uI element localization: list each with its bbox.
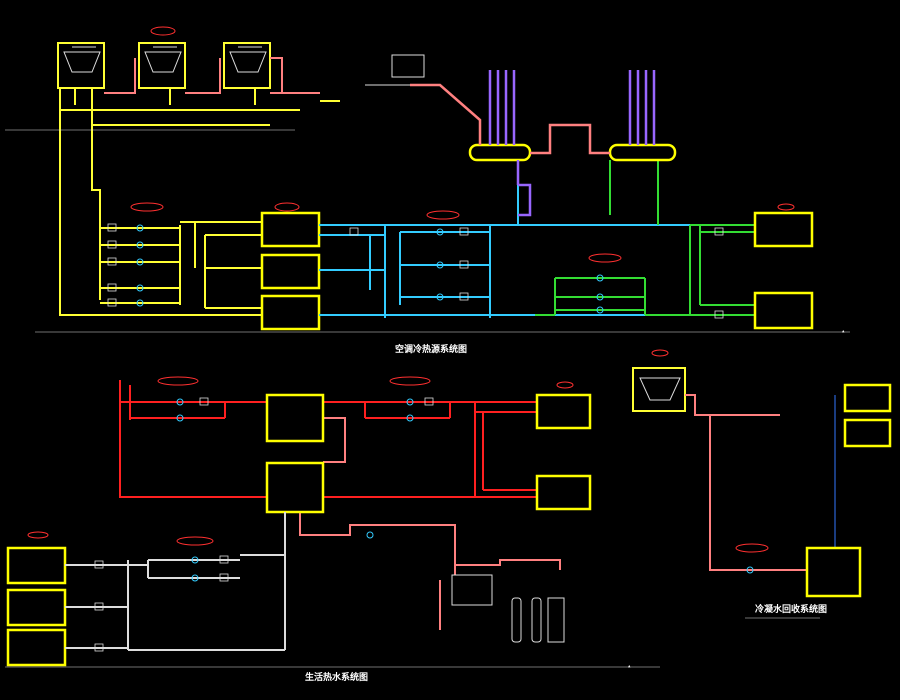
supply-pump-tag bbox=[176, 536, 214, 546]
source-tag bbox=[27, 531, 49, 539]
terminal-units bbox=[753, 211, 814, 330]
gas-cylinders bbox=[511, 597, 565, 643]
condensate-equipment bbox=[805, 383, 892, 598]
top-diagram-title: 空调冷热源系统图 bbox=[395, 343, 467, 355]
hot-water-tank bbox=[451, 574, 493, 606]
terminal-unit-2 bbox=[753, 291, 814, 330]
air-handler-1 bbox=[843, 383, 892, 413]
end-mark-1: ▲ bbox=[842, 329, 845, 333]
water-source-1 bbox=[6, 546, 67, 585]
expansion-tank bbox=[391, 54, 425, 78]
condensate-tower bbox=[632, 367, 686, 412]
chilled-water-lines bbox=[319, 160, 700, 318]
user-tag bbox=[556, 381, 574, 389]
cooling-tower-tag bbox=[150, 26, 176, 36]
chiller-3 bbox=[260, 294, 321, 331]
heating-pump-tag bbox=[588, 253, 622, 263]
hot-water-red-lines bbox=[119, 380, 537, 498]
hot-water-user-2 bbox=[535, 474, 592, 511]
chiller-2 bbox=[260, 253, 321, 290]
heating-pump-bank bbox=[535, 160, 755, 316]
return-header bbox=[608, 143, 677, 162]
chiller-units bbox=[260, 211, 321, 331]
bottom-right-title: 冷凝水回收系统图 bbox=[755, 603, 827, 615]
water-headers bbox=[365, 70, 677, 217]
condensate-tank bbox=[805, 546, 862, 598]
cooling-tower-group bbox=[5, 42, 340, 316]
heat-exchanger-2 bbox=[265, 461, 325, 514]
condensate-lines bbox=[685, 394, 807, 571]
heat-exchanger-1 bbox=[265, 393, 325, 443]
end-mark-2: ▲ bbox=[628, 664, 631, 668]
water-source-3 bbox=[6, 628, 67, 667]
chiller-1 bbox=[260, 211, 321, 248]
terminal-tag bbox=[777, 203, 795, 211]
circulation-pump-tag bbox=[389, 376, 431, 386]
chiller-tag bbox=[274, 202, 300, 212]
water-source-2 bbox=[6, 588, 67, 627]
terminal-unit-1 bbox=[753, 211, 814, 248]
gauge-symbols bbox=[94, 223, 724, 652]
condensate-tower-tag bbox=[651, 349, 669, 357]
valve-symbols bbox=[136, 224, 754, 582]
air-handler-2 bbox=[843, 418, 892, 448]
cooling-water-pump-bank bbox=[60, 221, 262, 316]
hot-water-user-1 bbox=[535, 393, 592, 430]
bottom-left-title: 生活热水系统图 bbox=[305, 671, 368, 683]
hot-water-pump-tag bbox=[157, 376, 199, 386]
supply-header bbox=[468, 143, 532, 162]
hot-water-pink-lines bbox=[299, 417, 561, 630]
chilled-pump-tag bbox=[426, 210, 460, 220]
cooling-pump-tag bbox=[130, 202, 164, 212]
cold-water-white-lines bbox=[65, 512, 286, 651]
condensate-pump-tag bbox=[735, 543, 769, 553]
